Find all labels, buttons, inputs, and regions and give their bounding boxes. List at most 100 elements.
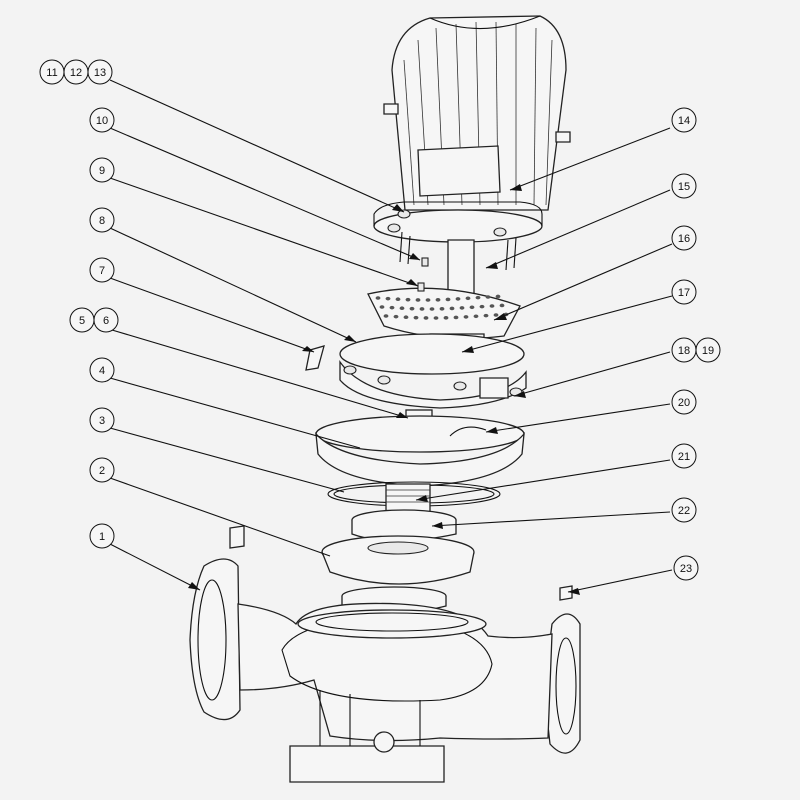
callout-1: 1 — [89, 523, 115, 549]
wear-ring — [351, 509, 457, 542]
cover-hole — [455, 297, 461, 301]
cover-hole — [389, 305, 395, 310]
cover-hole — [433, 316, 439, 320]
callout-3: 3 — [89, 407, 115, 433]
svg-text:16: 16 — [678, 233, 690, 245]
callout-14: 14 — [671, 107, 697, 133]
callout-13: 13 — [87, 59, 113, 85]
callout-8: 8 — [89, 207, 115, 233]
cover-hole — [475, 295, 481, 300]
svg-text:7: 7 — [99, 265, 105, 277]
cover-hole — [383, 314, 389, 318]
svg-text:4: 4 — [99, 365, 105, 377]
svg-text:17: 17 — [678, 287, 690, 299]
svg-text:5: 5 — [79, 315, 85, 327]
cover-hole — [439, 307, 445, 311]
callout-16: 16 — [671, 225, 697, 251]
callout-9: 9 — [89, 157, 115, 183]
svg-text:1: 1 — [99, 531, 105, 543]
cover-hole — [495, 294, 501, 299]
svg-text:23: 23 — [680, 563, 692, 575]
svg-text:3: 3 — [99, 415, 105, 427]
svg-text:6: 6 — [103, 315, 109, 327]
plug-left — [229, 525, 245, 549]
cover-holes — [375, 294, 509, 320]
cover-hole — [469, 305, 475, 310]
cover-hole — [385, 296, 391, 301]
cover-hole — [479, 304, 485, 309]
cover-hole — [393, 314, 399, 319]
cover-hole — [463, 315, 469, 319]
cover-hole — [379, 305, 385, 309]
cover-hole — [443, 316, 449, 320]
svg-text:18: 18 — [678, 345, 690, 357]
cover-hole — [459, 306, 465, 310]
screw-10 — [421, 257, 429, 267]
cover-hole — [409, 306, 415, 311]
cover-hole — [489, 304, 495, 308]
callout-21: 21 — [671, 443, 697, 469]
svg-text:20: 20 — [678, 397, 690, 409]
svg-text:21: 21 — [678, 451, 690, 463]
cover-hole — [419, 307, 425, 311]
cover-hole — [423, 316, 429, 320]
cover-hole — [499, 303, 505, 308]
cover-hole — [485, 295, 491, 299]
cover-hole — [399, 306, 405, 311]
plug-right — [559, 585, 573, 601]
callout-23: 23 — [673, 555, 699, 581]
cover-hole — [413, 315, 419, 320]
callout-15: 15 — [671, 173, 697, 199]
pump-cover — [315, 415, 525, 487]
svg-text:2: 2 — [99, 465, 105, 477]
svg-text:13: 13 — [94, 67, 106, 79]
svg-text:14: 14 — [678, 115, 690, 127]
cover-hole — [493, 313, 499, 317]
callout-5: 5 — [69, 307, 95, 333]
cover-hole — [453, 315, 459, 320]
cover-hole — [429, 307, 435, 311]
leader-arrowheads — [188, 184, 580, 595]
coupling-bracket — [339, 333, 527, 409]
callout-17: 17 — [671, 279, 697, 305]
svg-text:15: 15 — [678, 181, 690, 193]
screw-9 — [417, 282, 425, 292]
callout-7: 7 — [89, 257, 115, 283]
callout-10: 10 — [89, 107, 115, 133]
cover-hole — [445, 297, 451, 302]
svg-text:8: 8 — [99, 215, 105, 227]
callout-11: 11 — [39, 59, 65, 85]
svg-text:9: 9 — [99, 165, 105, 177]
callout-19: 19 — [695, 337, 721, 363]
cover-hole — [395, 297, 401, 302]
cover-hole — [403, 315, 409, 320]
callout-20: 20 — [671, 389, 697, 415]
cover-hole — [435, 298, 441, 302]
callouts: 11 12 13 10 9 8 7 5 6 4 3 2 1 14 15 16 1… — [39, 59, 721, 581]
svg-text:19: 19 — [702, 345, 714, 357]
svg-text:10: 10 — [96, 115, 108, 127]
motor — [373, 15, 571, 319]
impeller — [321, 535, 475, 585]
cover-hole — [473, 314, 479, 319]
svg-text:22: 22 — [678, 505, 690, 517]
key-part — [305, 345, 325, 371]
callout-18: 18 — [671, 337, 697, 363]
perforated-cover — [367, 287, 521, 340]
callout-12: 12 — [63, 59, 89, 85]
callout-6: 6 — [93, 307, 119, 333]
leader-lines — [109, 79, 673, 593]
cover-hole — [375, 296, 381, 300]
callout-2: 2 — [89, 457, 115, 483]
cover-hole — [483, 313, 489, 318]
svg-text:11: 11 — [46, 67, 57, 79]
callout-22: 22 — [671, 497, 697, 523]
svg-text:12: 12 — [70, 67, 82, 79]
cover-hole — [425, 298, 431, 302]
cover-hole — [415, 298, 421, 302]
cover-hole — [405, 297, 411, 302]
pump-casing — [189, 558, 581, 783]
cover-hole — [465, 296, 471, 301]
callout-4: 4 — [89, 357, 115, 383]
